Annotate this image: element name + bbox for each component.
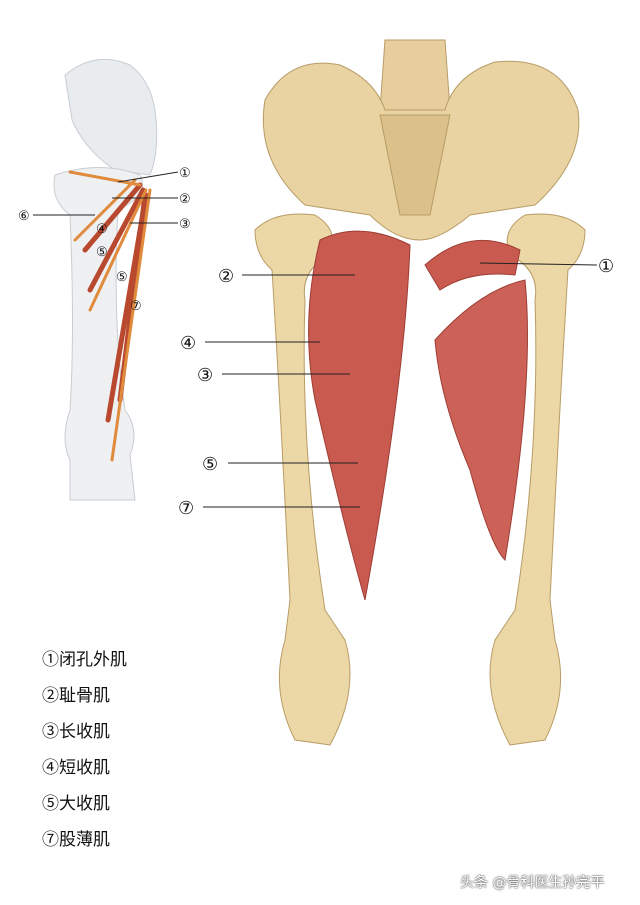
small-label-6: ⑥ bbox=[18, 209, 30, 224]
left-adductor-muscles bbox=[308, 230, 411, 601]
legend-item: ④短收肌 bbox=[42, 758, 110, 778]
right-adductor-muscles bbox=[434, 279, 528, 562]
main-label-7: ⑦ bbox=[178, 498, 194, 519]
muscle-legend: ①闭孔外肌 ②耻骨肌 ③长收肌 ④短收肌 ⑤大收肌 ⑦股薄肌 bbox=[42, 648, 127, 864]
legend-item: ⑤大收肌 bbox=[42, 794, 110, 814]
right-obturator-externus bbox=[424, 239, 521, 291]
legend-item: ③长收肌 bbox=[42, 722, 110, 742]
main-label-1: ① bbox=[598, 256, 614, 277]
small-tendon-line bbox=[68, 170, 142, 187]
small-label-4: ④ bbox=[96, 222, 108, 237]
small-muscle-line bbox=[82, 182, 143, 253]
small-label-7: ⑦ bbox=[130, 299, 142, 314]
small-label-3: ③ bbox=[179, 217, 191, 232]
small-muscle-line bbox=[105, 192, 149, 423]
small-label-5b: ⑤ bbox=[116, 270, 128, 285]
small-femur-diagram: ① ② ③ ⑥ ④ ⑤ ⑤ ⑦ bbox=[18, 58, 191, 501]
watermark: 头条 @骨科医生孙完平 bbox=[460, 875, 605, 891]
spine-vertebrae bbox=[379, 39, 451, 111]
small-label-2: ② bbox=[179, 192, 191, 207]
small-tendon-line bbox=[110, 188, 152, 462]
small-femur-bone bbox=[53, 167, 143, 501]
small-muscle-line bbox=[87, 187, 146, 293]
main-label-3: ③ bbox=[197, 365, 213, 386]
legend-item: ②耻骨肌 bbox=[42, 686, 110, 706]
leader-line bbox=[117, 171, 179, 183]
legend-item: ⑦股薄肌 bbox=[42, 830, 110, 850]
sacrum bbox=[379, 114, 451, 216]
main-label-4: ④ bbox=[180, 333, 196, 354]
small-label-1: ① bbox=[179, 166, 191, 181]
main-label-5: ⑤ bbox=[202, 454, 218, 475]
legend-item: ①闭孔外肌 bbox=[42, 650, 127, 670]
small-tendon-line bbox=[88, 188, 148, 312]
leader-line bbox=[479, 262, 598, 266]
small-tendon-line bbox=[73, 178, 137, 242]
main-pelvis-thigh-diagram: ② ④ ③ ⑤ ⑦ ① bbox=[178, 39, 614, 746]
small-pelvis-bone bbox=[64, 58, 158, 176]
small-label-5a: ⑤ bbox=[96, 245, 108, 260]
main-label-2: ② bbox=[218, 266, 234, 287]
